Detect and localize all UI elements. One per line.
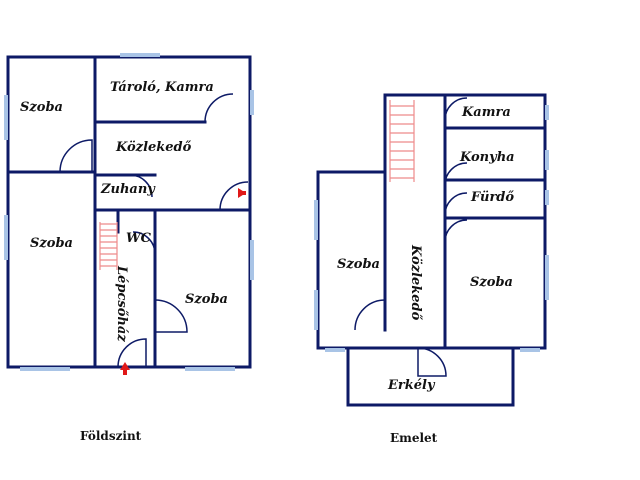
room-label-szoba: Szoba bbox=[470, 275, 513, 290]
ground-floor-plan: Szoba Tároló, Kamra Közlekedő Zuhany WC … bbox=[4, 53, 254, 443]
door bbox=[59, 139, 93, 173]
floor-caption: Emelet bbox=[390, 431, 438, 445]
room-label-kamra: Kamra bbox=[461, 105, 511, 120]
entrance-arrow-icon bbox=[238, 191, 246, 195]
room-label-konyha: Konyha bbox=[459, 150, 515, 165]
door bbox=[444, 192, 468, 216]
ground-stairs bbox=[99, 222, 118, 270]
door bbox=[204, 93, 234, 123]
room-label-szoba: Szoba bbox=[337, 257, 380, 272]
door bbox=[129, 174, 153, 198]
door bbox=[444, 219, 468, 243]
upper-floor-plan: Kamra Konyha Fürdő Szoba Közlekedő Szoba… bbox=[314, 93, 549, 445]
balcony-door bbox=[417, 347, 447, 377]
door bbox=[154, 299, 188, 333]
door bbox=[132, 231, 156, 255]
room-label-wc: WC bbox=[126, 231, 152, 246]
door bbox=[354, 299, 386, 331]
room-label-szoba: Szoba bbox=[20, 100, 63, 115]
upper-floor-outline bbox=[316, 93, 547, 350]
door bbox=[444, 162, 468, 186]
floor-caption: Földszint bbox=[80, 429, 142, 443]
entrance-arrow-icon bbox=[120, 362, 130, 370]
room-label-zuhany: Zuhany bbox=[100, 182, 156, 197]
room-label-tarolo: Tároló, Kamra bbox=[110, 80, 214, 95]
entrance-arrow-icon bbox=[123, 369, 127, 375]
room-label-szoba: Szoba bbox=[30, 236, 73, 251]
door bbox=[219, 181, 249, 211]
entrance-door bbox=[117, 338, 147, 368]
room-label-lepcsohaz: Lépcsőház bbox=[114, 265, 129, 342]
room-label-szoba: Szoba bbox=[185, 292, 228, 307]
room-label-furdo: Fürdő bbox=[470, 190, 514, 205]
room-label-kozlekedo: Közlekedő bbox=[115, 140, 192, 155]
balcony-outline bbox=[346, 346, 515, 407]
room-label-erkely: Erkély bbox=[387, 378, 436, 393]
door bbox=[444, 97, 468, 121]
room-label-kozlekedo: Közlekedő bbox=[408, 244, 423, 321]
upper-stairs bbox=[389, 100, 415, 182]
